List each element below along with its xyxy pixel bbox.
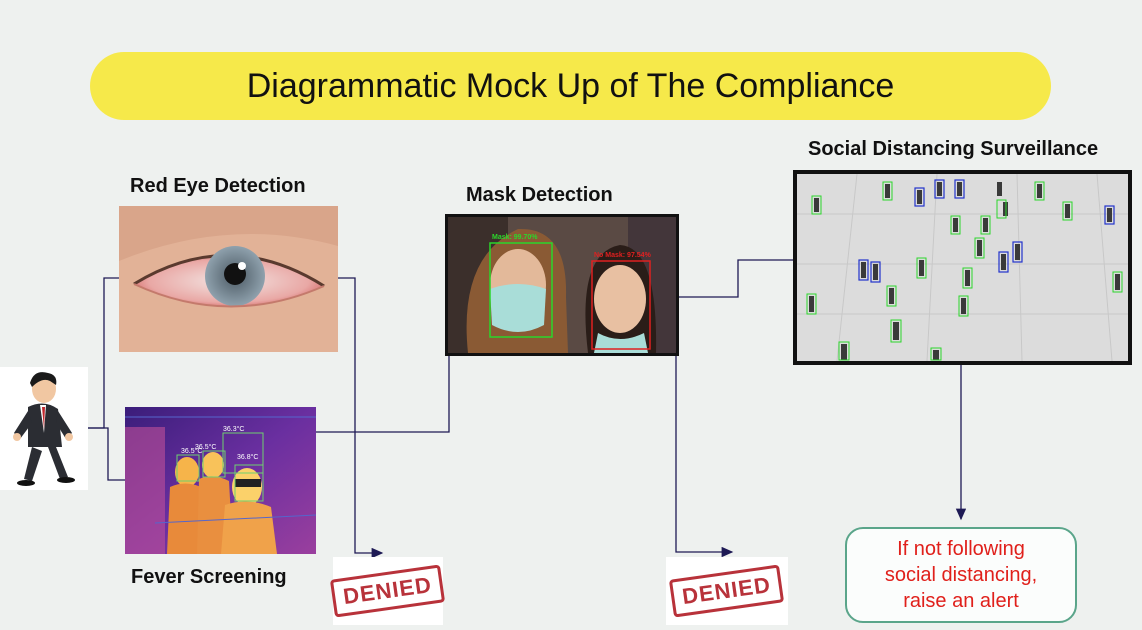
mask-to-denied-arrow <box>675 355 734 558</box>
person-branch-line <box>88 277 119 429</box>
mask-tag-label: Mask: 99.70% <box>492 234 538 241</box>
temp-label-3: 36.5°C <box>195 443 216 451</box>
alert-line-3: raise an alert <box>903 590 1019 612</box>
title-banner: Diagrammatic Mock Up of The Compliance <box>90 52 1051 120</box>
walking-person-image <box>0 367 88 490</box>
social-distancing-label: Social Distancing Surveillance <box>808 138 1099 160</box>
denied-stamp-right: DENIED <box>666 557 788 625</box>
person-to-fever-line <box>88 427 125 481</box>
mask-detection-image: Mask: 99.70% No Mask: 97.54% <box>445 214 679 356</box>
alert-line-2: social distancing, <box>884 564 1038 586</box>
mask-detection-label: Mask Detection <box>466 184 613 206</box>
no-mask-tag-label: No Mask: 97.54% <box>594 252 652 259</box>
page-title: Diagrammatic Mock Up of The Compliance <box>246 66 895 105</box>
red-eye-image <box>119 206 338 352</box>
denied-stamp-left: DENIED <box>330 557 446 625</box>
social-distancing-image <box>793 170 1132 365</box>
alert-line-1: If not following <box>897 538 1025 560</box>
mask-to-social-line <box>678 259 795 298</box>
denied-stamp-left-text: DENIED <box>330 564 446 618</box>
fever-screening-label: Fever Screening <box>131 566 287 588</box>
temp-label-1: 36.3°C <box>223 425 244 433</box>
eye-to-denied-arrow <box>338 277 384 559</box>
fever-screening-image: 36.3°C 36.5°C 36.5°C 36.8°C <box>125 407 316 554</box>
temp-label-2: 36.5°C <box>181 447 202 455</box>
red-eye-label: Red Eye Detection <box>130 175 306 197</box>
temp-label-4: 36.8°C <box>237 453 258 461</box>
fever-to-mask-line <box>316 356 450 433</box>
denied-stamp-right-text: DENIED <box>669 564 785 618</box>
social-distancing-alert-box: If not following social distancing, rais… <box>845 527 1077 623</box>
